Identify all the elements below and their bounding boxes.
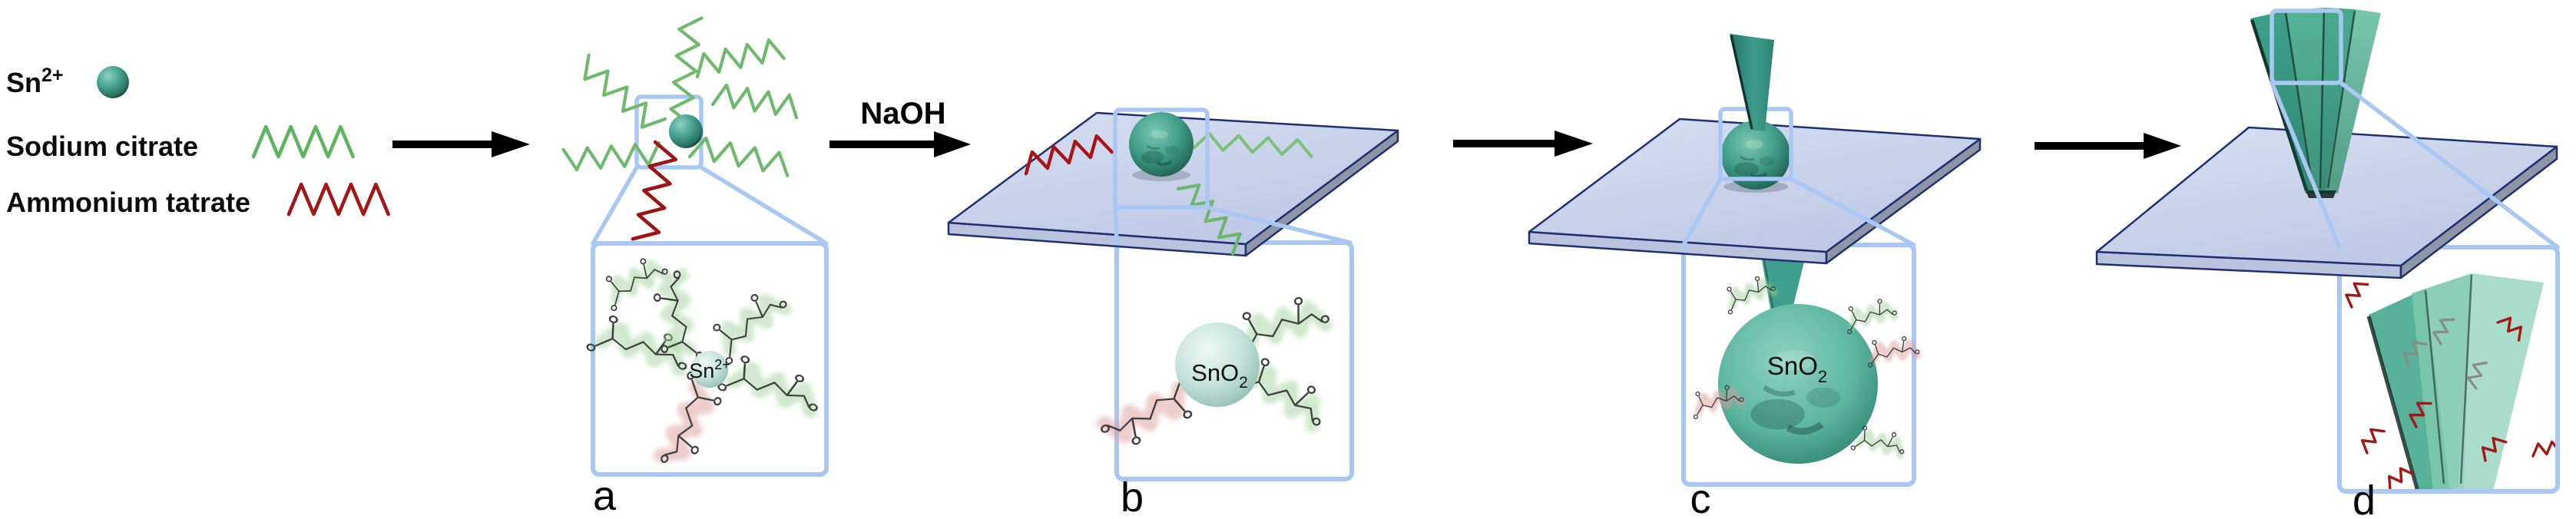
inset-b-species-label: SnO2 [1191, 359, 1248, 392]
inset-c-species-label: SnO2 [1767, 352, 1827, 386]
citrate-wave [713, 84, 800, 118]
panel-label-d: d [2353, 478, 2376, 519]
legend-label-tin-ion: Sn2+ [6, 64, 64, 98]
tin-ion-sphere [669, 114, 703, 148]
inset-a-species-label: Sn2+ [689, 357, 730, 382]
legend: Sn2+ Sodium citrate Ammonium tatrate [6, 64, 389, 218]
arrow-right-icon [2035, 133, 2181, 159]
legend-label-sodium-citrate: Sodium citrate [6, 131, 198, 162]
panel-a: Sn2+ [564, 16, 826, 474]
callout-line-left [1681, 177, 1723, 247]
inset-fan-blade [2412, 273, 2472, 489]
naoh-label: NaOH [860, 97, 945, 131]
inset-d-content [2342, 273, 2555, 489]
panel-label-c: c [1690, 476, 1711, 519]
callout-line-right [1205, 205, 1353, 245]
fan-base-notch [2306, 190, 2336, 198]
callout-line-right [1789, 177, 1916, 247]
callout-line-left [1113, 205, 1119, 245]
panel-d [2095, 8, 2560, 494]
arrow-right-icon [829, 131, 971, 157]
tin-ion-sphere-icon [97, 66, 129, 98]
panel-label-b: b [1121, 474, 1144, 519]
reaction-step-naoh: NaOH [829, 97, 971, 157]
arrow-right-icon [392, 131, 530, 157]
inset-b-content: SnO2 [1094, 292, 1334, 455]
inset-fan-blade [2458, 273, 2544, 489]
substrate-top-face [947, 111, 1399, 246]
callout-line-left [2270, 81, 2342, 250]
callout-line-right [699, 165, 829, 246]
inset-a-content: Sn2+ [587, 252, 826, 474]
panel-label-a: a [593, 473, 617, 519]
red-wavy-line-icon [289, 184, 389, 214]
nanocone [1730, 34, 1774, 131]
legend-label-ammonium-tatrate: Ammonium tatrate [6, 187, 250, 218]
inset-fan-shadow-edge [2366, 316, 2419, 489]
panel-c: SnO2 [1528, 34, 1982, 487]
fan-shading [2250, 13, 2381, 193]
inset-fan-separators [2424, 274, 2473, 484]
sno2-particle [1129, 112, 1194, 177]
panel-b: SnO2 [947, 107, 1399, 481]
green-wavy-line-icon [253, 127, 353, 157]
citrate-wave [670, 16, 702, 124]
inset-c-content: SnO2 [1690, 246, 1920, 464]
arrow-right-icon [1453, 131, 1593, 157]
nanocone-shadow-edge [1730, 35, 1753, 130]
tin-ion-center-sphere [691, 351, 728, 388]
zoom-box-d [2270, 8, 2343, 85]
citrate-wave [693, 38, 783, 77]
sno2-particle-inset [1175, 322, 1260, 407]
zoom-box-b [1113, 107, 1210, 210]
callout-line-left [591, 165, 639, 246]
callout-line-right [2339, 81, 2560, 250]
tartrate-wave [633, 142, 679, 244]
